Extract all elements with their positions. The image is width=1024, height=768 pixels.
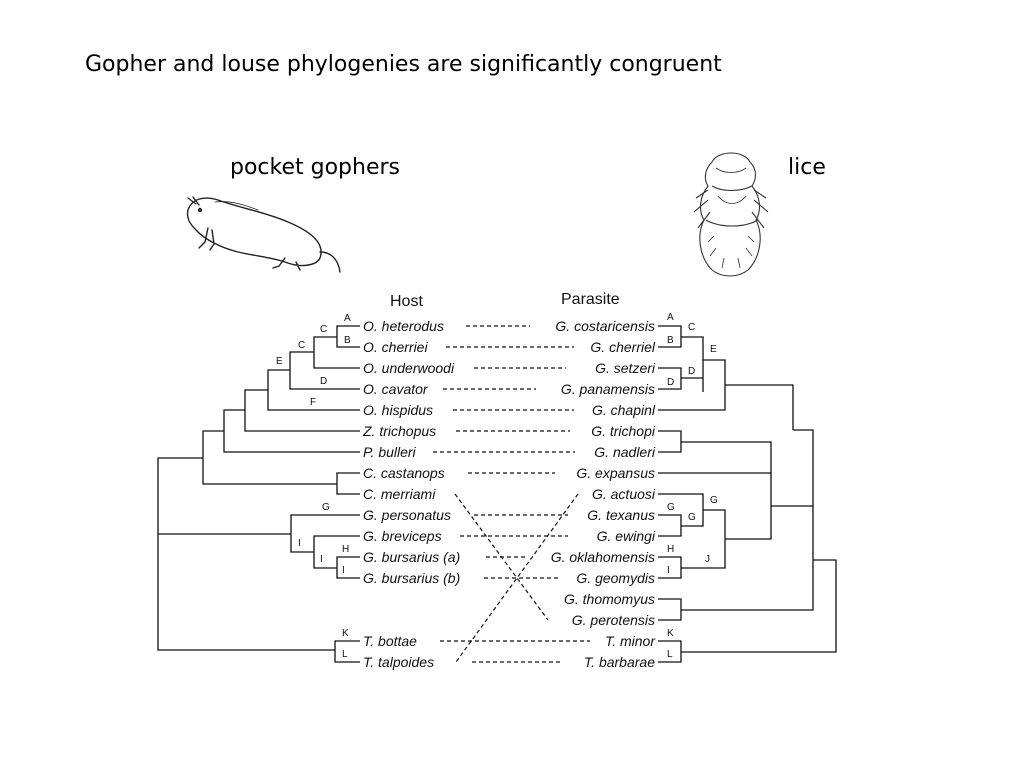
parasite-name: T. barbarae — [584, 654, 655, 670]
host-header: Host — [390, 293, 423, 310]
host-name: C. castanops — [363, 465, 445, 481]
host-name: G. personatus — [363, 507, 451, 523]
node-letter: C — [298, 340, 305, 351]
host-node-letters: A B C C D E F G I I H I K L — [276, 313, 351, 660]
host-name: O. underwoodi — [363, 360, 455, 376]
gopher-icon — [186, 196, 341, 273]
parasite-name: G. costaricensis — [555, 318, 655, 334]
node-letter: L — [667, 649, 673, 660]
parasite-name: G. texanus — [587, 507, 655, 523]
parasite-name: G. expansus — [576, 465, 655, 481]
node-letter: G — [710, 495, 718, 506]
parasite-name: G. cherriel — [590, 339, 655, 355]
host-name: P. bulleri — [363, 444, 417, 460]
node-letter: I — [320, 554, 323, 565]
node-letter: G — [688, 512, 696, 523]
node-letter: D — [320, 376, 327, 387]
lice-label: lice — [788, 155, 826, 180]
pocket-gophers-label: pocket gophers — [230, 155, 401, 180]
host-name: O. heterodus — [363, 318, 444, 334]
node-letter: H — [342, 544, 349, 555]
parasite-name: G. perotensis — [572, 612, 655, 628]
node-letter: I — [667, 565, 670, 576]
host-tree — [157, 325, 360, 663]
parasite-name: G. actuosi — [592, 486, 656, 502]
parasite-name: G. nadleri — [594, 444, 656, 460]
parasite-name: G. setzeri — [595, 360, 656, 376]
node-letter: C — [688, 322, 695, 333]
node-letter: E — [710, 344, 717, 355]
parasite-name: G. geomydis — [576, 570, 655, 586]
parasite-header: Parasite — [561, 291, 620, 308]
node-letter: C — [320, 324, 327, 335]
parasite-name: G. ewingi — [597, 528, 656, 544]
host-name: T. bottae — [363, 633, 417, 649]
parasite-name: G. chapinl — [592, 402, 656, 418]
node-letter: A — [667, 312, 674, 323]
host-name: O. cherriei — [363, 339, 428, 355]
parasite-labels: G. costaricensis G. cherriel G. setzeri … — [551, 318, 657, 670]
slide-title: Gopher and louse phylogenies are signifi… — [85, 52, 722, 77]
node-letter: A — [344, 313, 351, 324]
louse-icon — [693, 152, 769, 277]
host-name: G. bursarius (a) — [363, 549, 460, 565]
parasite-name: T. minor — [605, 633, 656, 649]
parasite-name: G. oklahomensis — [551, 549, 655, 565]
parasite-name: G. thomomyus — [564, 591, 655, 607]
host-labels: O. heterodus O. cherriei O. underwoodi O… — [362, 318, 460, 670]
host-name: Z. trichopus — [362, 423, 436, 439]
host-name: C. merriami — [363, 486, 436, 502]
host-name: G. breviceps — [363, 528, 442, 544]
node-letter: G — [322, 502, 330, 513]
node-letter: I — [342, 565, 345, 576]
node-letter: I — [298, 538, 301, 549]
node-letter: L — [342, 649, 348, 660]
host-name: G. bursarius (b) — [363, 570, 460, 586]
node-letter: G — [667, 502, 675, 513]
node-letter: J — [705, 554, 710, 565]
parasite-node-letters: A B C E D D G G G H I J K L — [667, 312, 718, 660]
parasite-tree — [658, 325, 837, 663]
node-letter: E — [276, 356, 283, 367]
node-letter: H — [667, 544, 674, 555]
node-letter: K — [342, 628, 349, 639]
node-letter: F — [310, 397, 316, 408]
parasite-name: G. panamensis — [561, 381, 655, 397]
node-letter: B — [344, 335, 351, 346]
host-name: O. hispidus — [363, 402, 433, 418]
host-parasite-associations — [433, 325, 590, 663]
parasite-name: G. trichopi — [591, 423, 656, 439]
host-name: O. cavator — [363, 381, 429, 397]
node-letter: B — [667, 335, 674, 346]
node-letter: D — [667, 377, 674, 388]
node-letter: D — [688, 366, 695, 377]
node-letter: K — [667, 628, 674, 639]
host-name: T. talpoides — [363, 654, 434, 670]
